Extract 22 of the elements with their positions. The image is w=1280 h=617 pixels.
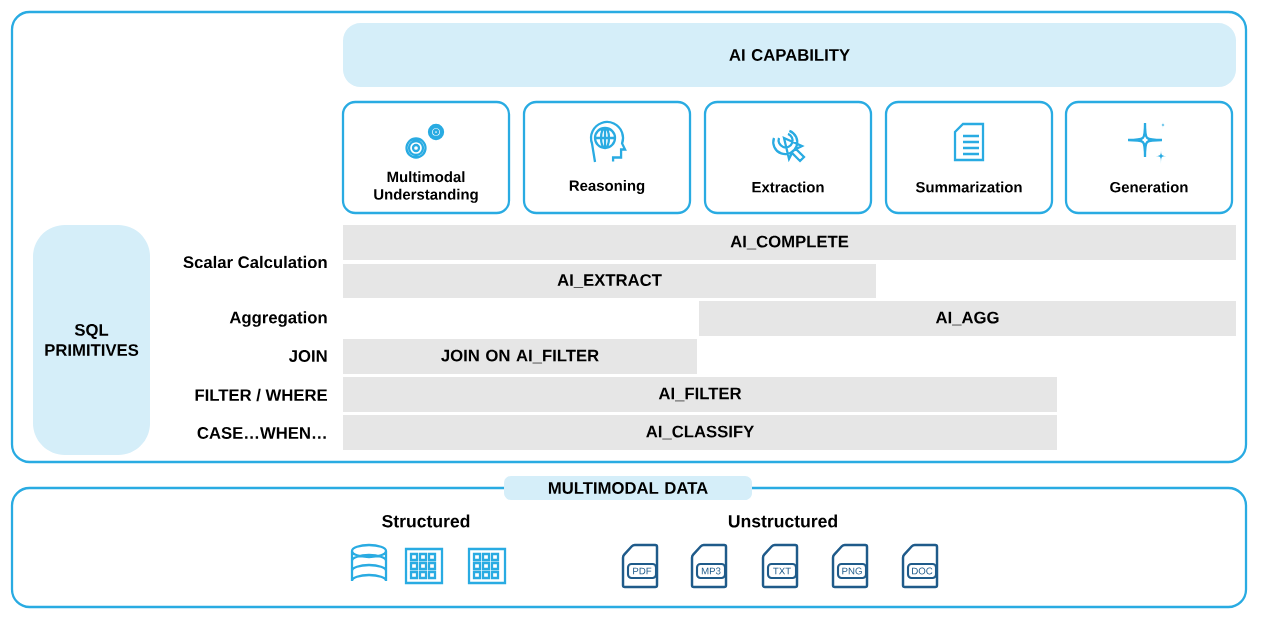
function-bar: AI_EXTRACT — [343, 264, 876, 298]
capability-box: Multimodal Understanding — [341, 100, 511, 215]
group-label: Unstructured — [728, 514, 837, 528]
header-band: AI CAPABILITY — [343, 23, 1236, 87]
row-label: JOIN — [288, 350, 327, 362]
function-bar: JOIN ON AI_FILTER — [343, 339, 697, 374]
function-bar: AI_AGG — [699, 301, 1236, 336]
function-bar: AI_COMPLETE — [343, 225, 1236, 260]
function-bar: AI_CLASSIFY — [343, 415, 1057, 450]
panel-frame — [10, 10, 1248, 464]
group-label: Structured — [382, 514, 470, 528]
header-band: MULTIMODAL DATA — [504, 476, 752, 500]
function-bar: AI_FILTER — [343, 377, 1057, 412]
capability-box: Extraction — [703, 100, 873, 215]
capability-box: Reasoning — [522, 100, 692, 215]
row-label: CASE…WHEN… — [197, 427, 326, 439]
row-label: FILTER / WHERE — [195, 388, 327, 402]
row-label: Aggregation — [229, 311, 327, 327]
capability-box: Generation — [1064, 100, 1234, 215]
row-label: Scalar Calculation — [183, 255, 327, 269]
capability-box: Summarization — [884, 100, 1054, 215]
side-band: SQL PRIMITIVES — [33, 225, 150, 455]
